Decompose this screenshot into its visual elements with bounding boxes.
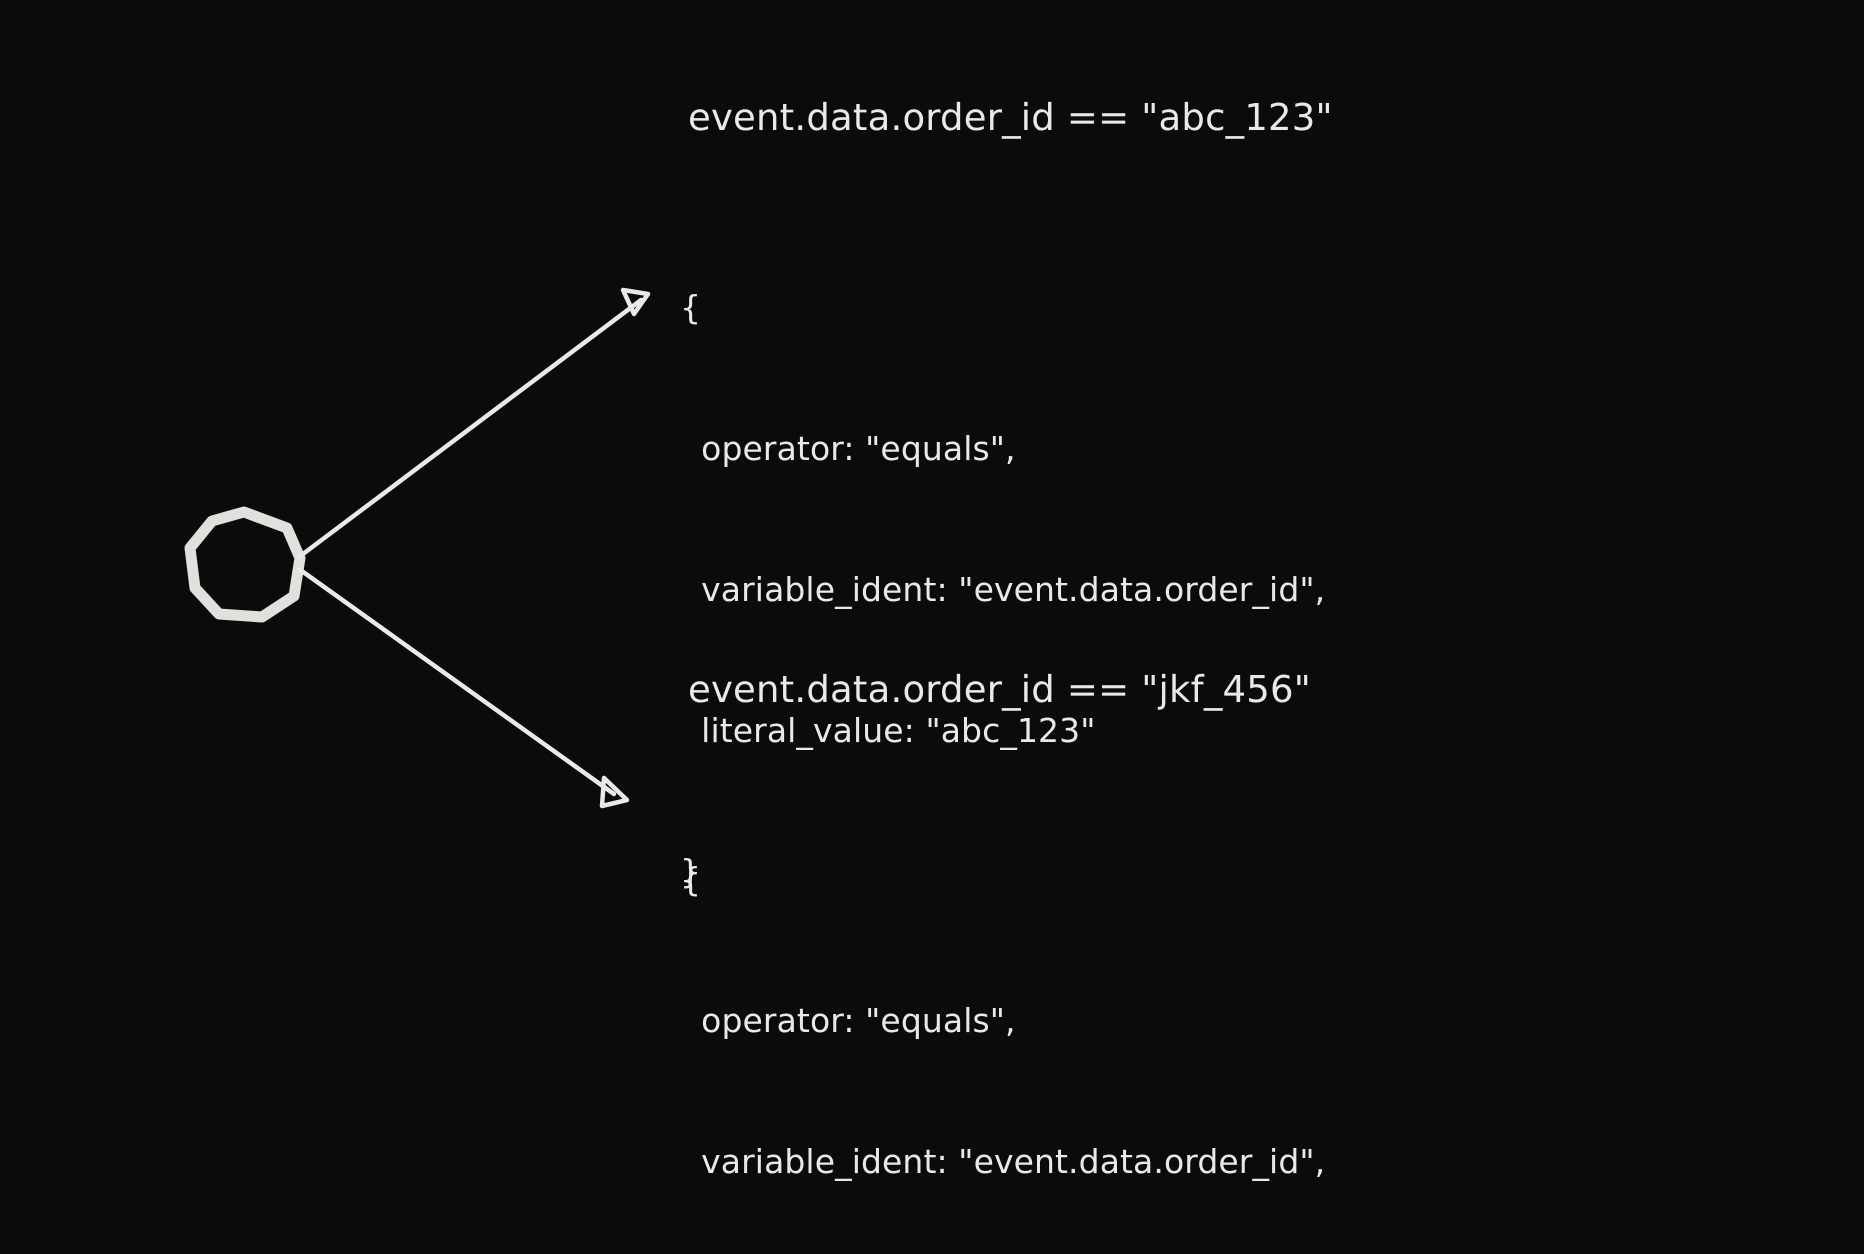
branch-1-title: event.data.order_id == "abc_123" xyxy=(688,96,1333,139)
code-line: operator: "equals", xyxy=(680,1001,1016,1040)
branch-2-code-block: { operator: "equals", variable_ident: "e… xyxy=(680,762,1325,1254)
edge-to-branch-1-line[interactable] xyxy=(296,297,644,560)
branch-2-title: event.data.order_id == "jkf_456" xyxy=(688,668,1311,711)
code-line: { xyxy=(680,860,702,899)
code-line: literal_value: "abc_123" xyxy=(680,711,1096,750)
root-node-shape[interactable] xyxy=(184,506,306,623)
code-line: variable_ident: "event.data.order_id", xyxy=(680,570,1326,609)
code-line: operator: "equals", xyxy=(680,429,1016,468)
code-line: variable_ident: "event.data.order_id", xyxy=(680,1142,1326,1181)
code-line: } xyxy=(680,852,702,891)
edge-to-branch-2-arrowhead xyxy=(599,775,630,809)
branch-1-code-block: { operator: "equals", variable_ident: "e… xyxy=(680,190,1325,989)
edge-to-branch-2-line[interactable] xyxy=(296,566,617,797)
edge-to-branch-1-arrowhead xyxy=(620,287,651,317)
code-line: { xyxy=(680,288,702,327)
